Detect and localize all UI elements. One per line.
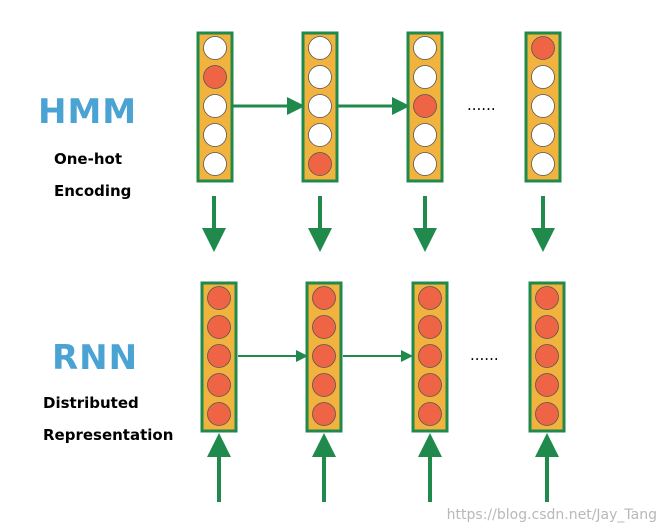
rnn-subtitle-1: Distributed [43, 394, 139, 412]
inactive-unit [531, 94, 555, 118]
active-unit [207, 402, 231, 426]
inactive-unit [531, 123, 555, 147]
inactive-unit [308, 36, 332, 60]
active-unit [535, 402, 559, 426]
active-unit [312, 286, 336, 310]
active-unit [531, 36, 555, 60]
active-unit [418, 373, 442, 397]
active-unit [535, 373, 559, 397]
active-unit [207, 286, 231, 310]
rnn-state-column [411, 281, 449, 433]
active-unit [312, 344, 336, 368]
active-unit [207, 344, 231, 368]
active-unit [418, 344, 442, 368]
rnn-ellipsis: ...... [470, 346, 499, 364]
active-unit [418, 402, 442, 426]
hmm-state-column [524, 31, 562, 183]
hmm-ellipsis: ...... [467, 96, 496, 114]
rnn-columns [200, 281, 566, 433]
inactive-unit [203, 94, 227, 118]
inactive-unit [308, 65, 332, 89]
rnn-state-column [305, 281, 343, 433]
inactive-unit [203, 123, 227, 147]
active-unit [203, 65, 227, 89]
active-unit [413, 94, 437, 118]
active-unit [418, 286, 442, 310]
hmm-state-column [301, 31, 339, 183]
active-unit [535, 315, 559, 339]
inactive-unit [203, 36, 227, 60]
inactive-unit [531, 152, 555, 176]
inactive-unit [531, 65, 555, 89]
active-unit [312, 373, 336, 397]
inactive-unit [308, 94, 332, 118]
inactive-unit [413, 65, 437, 89]
rnn-state-column [200, 281, 238, 433]
active-unit [207, 373, 231, 397]
rnn-subtitle-2: Representation [43, 426, 174, 444]
active-unit [308, 152, 332, 176]
watermark: https://blog.csdn.net/Jay_Tang [446, 507, 657, 523]
hmm-state-column [406, 31, 444, 183]
active-unit [418, 315, 442, 339]
hmm-title: HMM [38, 92, 138, 132]
inactive-unit [413, 152, 437, 176]
rnn-state-column [528, 281, 566, 433]
active-unit [312, 402, 336, 426]
inactive-unit [308, 123, 332, 147]
hmm-subtitle-2: Encoding [54, 182, 132, 200]
rnn-title: RNN [52, 338, 139, 378]
active-unit [535, 344, 559, 368]
inactive-unit [203, 152, 227, 176]
inactive-unit [413, 36, 437, 60]
hmm-state-column [196, 31, 234, 183]
active-unit [207, 315, 231, 339]
active-unit [312, 315, 336, 339]
hmm-subtitle-1: One-hot [54, 150, 122, 168]
inactive-unit [413, 123, 437, 147]
active-unit [535, 286, 559, 310]
